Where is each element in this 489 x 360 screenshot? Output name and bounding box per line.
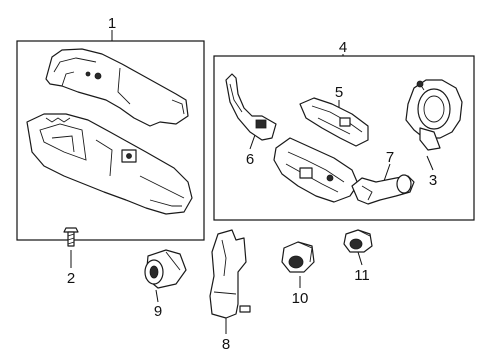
wiper-switch xyxy=(351,174,415,205)
callout-10: 10 xyxy=(292,290,309,307)
bolt xyxy=(63,227,79,247)
callout-6: 6 xyxy=(246,151,254,168)
mounting-bracket xyxy=(209,229,251,319)
switch-11 xyxy=(343,229,373,253)
switch-module-5 xyxy=(299,97,369,147)
turn-signal-switch xyxy=(225,73,277,141)
lower-column-cover xyxy=(26,113,193,215)
combination-switch-housing xyxy=(273,137,359,203)
callout-5: 5 xyxy=(335,84,343,101)
leader-3 xyxy=(426,155,434,171)
callout-7: 7 xyxy=(386,149,394,166)
leader-7 xyxy=(383,163,391,182)
callout-1: 1 xyxy=(108,15,116,32)
clock-spring xyxy=(405,79,463,151)
switch-10 xyxy=(281,241,315,273)
group-box-1 xyxy=(16,40,205,241)
callout-3: 3 xyxy=(429,172,437,189)
upper-column-cover xyxy=(45,48,189,127)
callout-11: 11 xyxy=(354,267,370,284)
callout-8: 8 xyxy=(222,336,230,353)
group-box-4 xyxy=(213,55,475,221)
leader-11 xyxy=(357,251,363,266)
callout-2: 2 xyxy=(67,270,75,287)
leader-9 xyxy=(155,289,159,303)
callout-4: 4 xyxy=(339,39,347,56)
lock-cylinder xyxy=(144,249,187,289)
callout-9: 9 xyxy=(154,303,162,320)
